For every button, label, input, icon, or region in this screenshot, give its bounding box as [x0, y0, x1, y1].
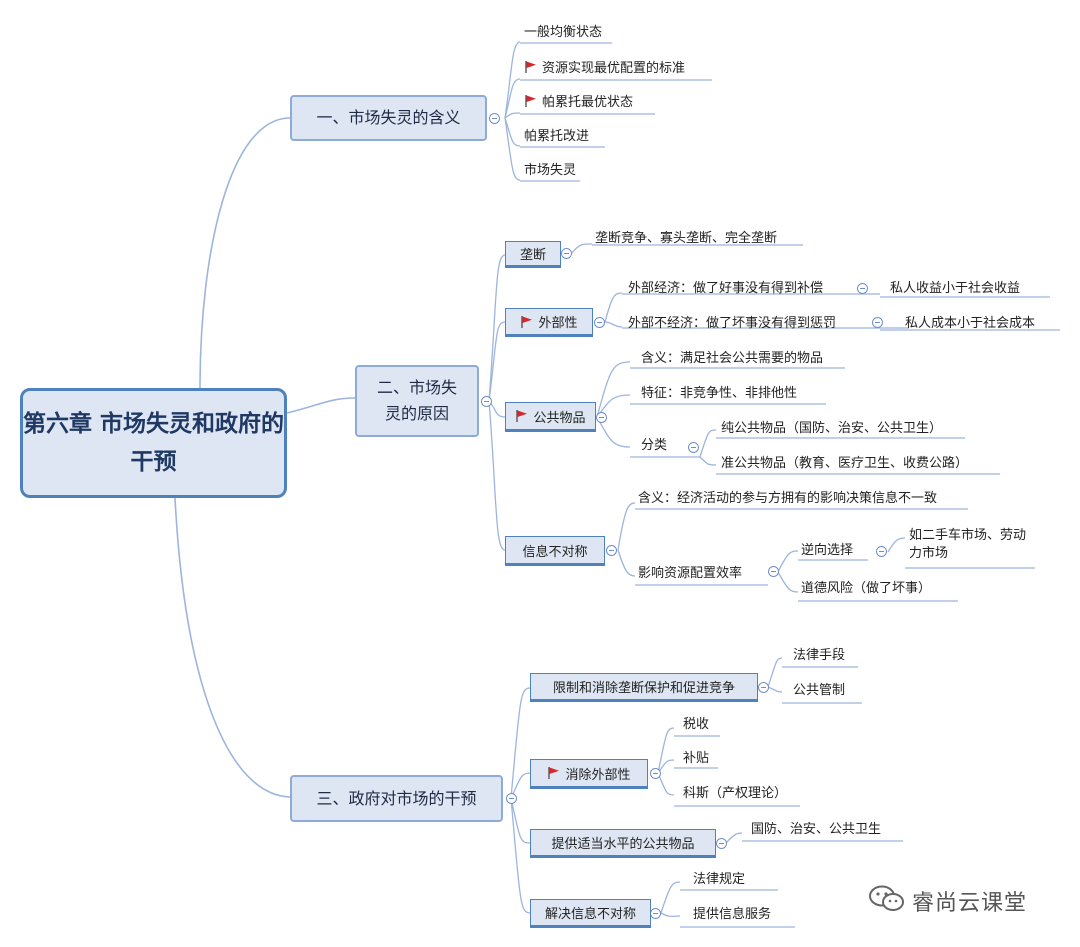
watermark: 睿尚云课堂: [868, 884, 1027, 918]
leaf-public-goods-features[interactable]: 特征：非竞争性、非排他性: [641, 386, 798, 401]
leaf-private-cost[interactable]: 私人成本小于社会成本: [905, 316, 1036, 331]
leaf-subsidy[interactable]: 补贴: [683, 751, 710, 766]
leaf-pure-public-goods[interactable]: 纯公共物品（国防、治安、公共卫生）: [721, 421, 943, 436]
leaf-moral-hazard[interactable]: 道德风险（做了坏事）: [801, 581, 932, 596]
sub-solve-info-asymmetry[interactable]: 解决信息不对称: [530, 899, 651, 928]
collapse-toggle[interactable]: [768, 566, 779, 577]
wechat-icon: [868, 884, 906, 918]
collapse-toggle[interactable]: [606, 545, 617, 556]
leaf-external-economy[interactable]: 外部经济：做了好事没有得到补偿: [628, 281, 824, 296]
collapse-toggle[interactable]: [857, 283, 868, 294]
collapse-toggle[interactable]: [489, 113, 500, 124]
collapse-toggle[interactable]: [716, 838, 727, 849]
collapse-toggle[interactable]: [506, 793, 517, 804]
collapse-toggle[interactable]: [872, 317, 883, 328]
root-topic[interactable]: 第六章 市场失灵和政府的干预: [20, 388, 287, 498]
leaf-general-equilibrium[interactable]: 一般均衡状态: [524, 25, 603, 40]
leaf-public-goods-definition[interactable]: 含义：满足社会公共需要的物品: [641, 351, 824, 366]
leaf-tax[interactable]: 税收: [683, 717, 710, 732]
leaf-coase[interactable]: 科斯（产权理论）: [683, 786, 788, 801]
leaf-info-asymmetry-definition[interactable]: 含义：经济活动的参与方拥有的影响决策信息不一致: [638, 491, 938, 506]
leaf-monopoly-types[interactable]: 垄断竞争、寡头垄断、完全垄断: [595, 231, 778, 246]
sub-provide-public-goods[interactable]: 提供适当水平的公共物品: [530, 829, 716, 858]
leaf-adverse-selection[interactable]: 逆向选择: [801, 543, 854, 558]
leaf-public-goods-classification[interactable]: 分类: [641, 438, 668, 453]
leaf-pareto-optimal[interactable]: 帕累托最优状态: [521, 94, 636, 112]
collapse-toggle[interactable]: [758, 682, 769, 693]
collapse-toggle[interactable]: [876, 546, 887, 557]
red-flag-icon: [515, 409, 528, 423]
leaf-market-failure[interactable]: 市场失灵: [524, 163, 577, 178]
collapse-toggle[interactable]: [594, 317, 605, 328]
sub-eliminate-externality[interactable]: 消除外部性: [530, 759, 648, 789]
branch-1-topic[interactable]: 一、市场失灵的含义: [290, 95, 487, 141]
leaf-external-diseconomy[interactable]: 外部不经济：做了坏事没有得到惩罚: [628, 316, 837, 331]
collapse-toggle[interactable]: [688, 442, 699, 453]
sub-monopoly[interactable]: 垄断: [505, 241, 561, 268]
collapse-toggle[interactable]: [561, 248, 572, 259]
leaf-resource-allocation-effect[interactable]: 影响资源配置效率: [638, 566, 743, 581]
leaf-defense-security-health[interactable]: 国防、治安、公共卫生: [751, 822, 882, 837]
leaf-optimal-allocation-standard[interactable]: 资源实现最优配置的标准: [521, 60, 688, 78]
leaf-legal-provisions[interactable]: 法律规定: [693, 872, 746, 887]
sub-public-goods[interactable]: 公共物品: [505, 402, 596, 432]
red-flag-icon: [520, 315, 533, 329]
red-flag-icon: [547, 766, 560, 780]
red-flag-icon: [524, 60, 537, 74]
red-flag-icon: [524, 94, 537, 108]
leaf-provide-info-services[interactable]: 提供信息服务: [693, 907, 772, 922]
leaf-adverse-selection-example[interactable]: 如二手车市场、劳动力市场: [909, 528, 1027, 561]
leaf-public-regulation[interactable]: 公共管制: [793, 683, 846, 698]
branch-2-topic[interactable]: 二、市场失灵的原因: [355, 365, 479, 437]
collapse-toggle[interactable]: [596, 412, 607, 423]
branch-3-topic[interactable]: 三、政府对市场的干预: [290, 775, 503, 822]
sub-restrict-monopoly[interactable]: 限制和消除垄断保护和促进竞争: [530, 673, 758, 702]
leaf-pareto-improvement[interactable]: 帕累托改进: [524, 129, 590, 144]
leaf-legal-means[interactable]: 法律手段: [793, 648, 846, 663]
sub-externality[interactable]: 外部性: [505, 308, 593, 337]
collapse-toggle[interactable]: [650, 908, 661, 919]
collapse-toggle[interactable]: [650, 768, 661, 779]
watermark-text: 睿尚云课堂: [912, 891, 1028, 916]
collapse-toggle[interactable]: [481, 396, 492, 407]
leaf-private-benefit[interactable]: 私人收益小于社会收益: [890, 281, 1021, 296]
leaf-quasi-public-goods[interactable]: 准公共物品（教育、医疗卫生、收费公路）: [721, 456, 969, 471]
sub-info-asymmetry[interactable]: 信息不对称: [505, 536, 605, 566]
